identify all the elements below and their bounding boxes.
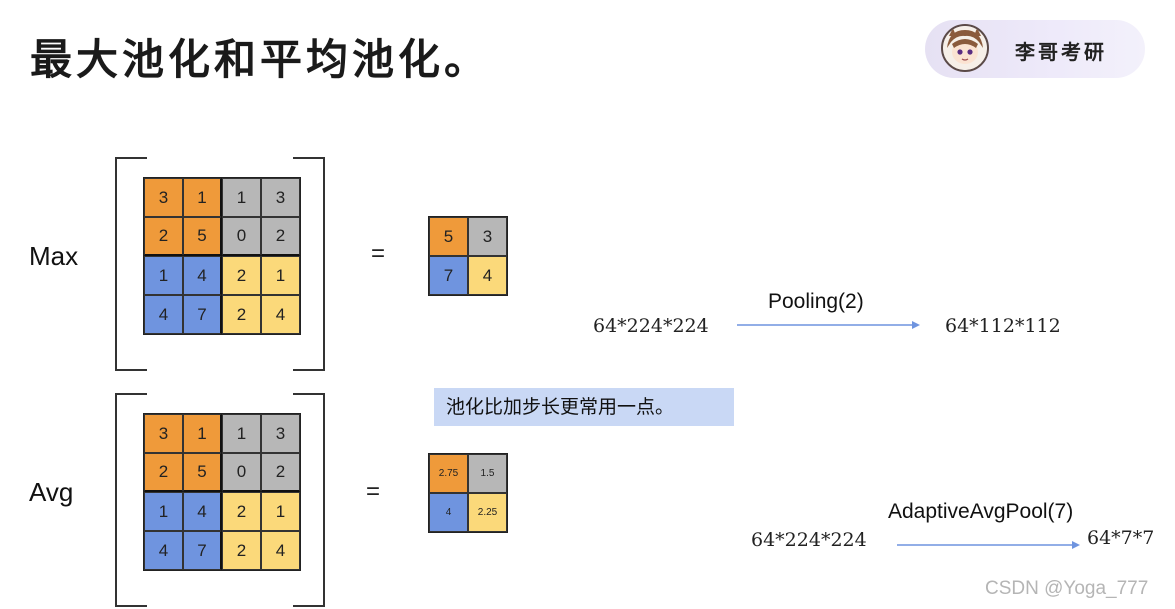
author-badge: 李哥考研: [925, 20, 1145, 78]
adaptive-op-label: AdaptiveAvgPool(7): [888, 500, 1074, 523]
matrix-cell: 2.25: [468, 493, 507, 532]
matrix-cell: 2: [222, 492, 261, 531]
author-name: 李哥考研: [1015, 40, 1107, 64]
matrix-cell: 4: [261, 531, 300, 570]
matrix-cell: 4: [144, 531, 183, 570]
matrix-cell: 1: [222, 178, 261, 217]
matrix-cell: 0: [222, 217, 261, 256]
pooling-output-shape: 64*112*112: [945, 315, 1061, 337]
pooling-arrow-icon: [737, 321, 920, 329]
avg-label: Avg: [29, 477, 74, 507]
matrix-cell: 3: [261, 178, 300, 217]
matrix-cell: 4: [144, 295, 183, 334]
avatar: [941, 24, 989, 72]
matrix-cell: 4: [261, 295, 300, 334]
avatar-icon: [943, 26, 987, 70]
matrix-cell: 1: [261, 256, 300, 295]
matrix-cell: 2: [144, 453, 183, 492]
matrix-cell: 1: [144, 492, 183, 531]
matrix-cell: 2: [222, 295, 261, 334]
page-title: 最大池化和平均池化。: [30, 35, 491, 84]
note-highlight: 池化比加步长更常用一点。: [434, 388, 734, 426]
matrix-cell: 3: [468, 217, 507, 256]
matrix-cell: 1: [183, 414, 222, 453]
matrix-cell: 1: [261, 492, 300, 531]
matrix-cell: 5: [429, 217, 468, 256]
matrix-cell: 2: [222, 531, 261, 570]
matrix-cell: 4: [468, 256, 507, 295]
matrix-cell: 3: [144, 414, 183, 453]
matrix-cell: 3: [261, 414, 300, 453]
matrix-cell: 1: [222, 414, 261, 453]
matrix-cell: 4: [429, 493, 468, 532]
matrix-cell: 4: [183, 256, 222, 295]
max-bracket-left: [115, 157, 147, 371]
matrix-cell: 7: [183, 295, 222, 334]
pooling-input-shape: 64*224*224: [593, 315, 709, 337]
max-bracket-right: [293, 157, 325, 371]
max-label: Max: [29, 241, 79, 271]
adaptive-arrow-icon: [897, 541, 1080, 549]
matrix-cell: 5: [183, 217, 222, 256]
avg-equals: =: [366, 478, 381, 505]
matrix-cell: 3: [144, 178, 183, 217]
matrix-cell: 2: [222, 256, 261, 295]
matrix-cell: 7: [429, 256, 468, 295]
matrix-cell: 0: [222, 453, 261, 492]
max-equals: =: [371, 240, 386, 267]
adaptive-input-shape: 64*224*224: [751, 529, 867, 551]
watermark: CSDN @Yoga_777: [985, 578, 1149, 599]
avg-bracket-left: [115, 393, 147, 607]
matrix-cell: 1.5: [468, 454, 507, 493]
matrix-cell: 2: [144, 217, 183, 256]
matrix-cell: 2.75: [429, 454, 468, 493]
matrix-cell: 5: [183, 453, 222, 492]
matrix-cell: 2: [261, 217, 300, 256]
matrix-cell: 4: [183, 492, 222, 531]
matrix-cell: 7: [183, 531, 222, 570]
matrix-cell: 1: [183, 178, 222, 217]
pooling-op-label: Pooling(2): [768, 290, 864, 313]
adaptive-output-shape: 64*7*7: [1087, 527, 1155, 549]
matrix-cell: 1: [144, 256, 183, 295]
matrix-cell: 2: [261, 453, 300, 492]
avg-bracket-right: [293, 393, 325, 607]
